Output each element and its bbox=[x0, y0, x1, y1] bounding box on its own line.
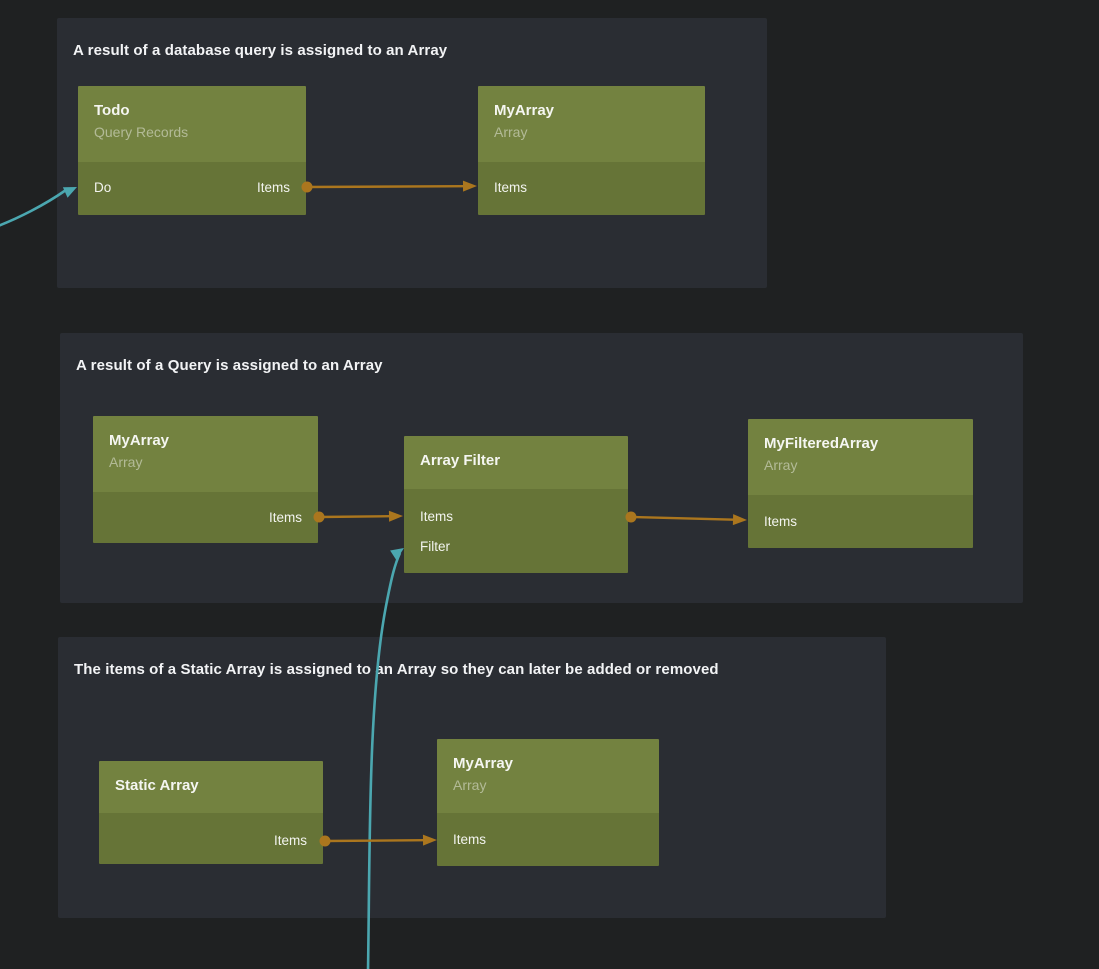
node-header: Static Array bbox=[99, 761, 323, 813]
node-header: MyFilteredArray Array bbox=[748, 419, 973, 495]
node-body: Items bbox=[748, 495, 973, 548]
port-input-items[interactable]: Items bbox=[420, 508, 454, 524]
node-header: Array Filter bbox=[404, 436, 628, 489]
node-header: MyArray Array bbox=[437, 739, 659, 813]
port-output-items[interactable]: Items bbox=[273, 832, 307, 848]
node-title: MyArray bbox=[109, 432, 170, 449]
node-subtitle: Array bbox=[109, 454, 143, 470]
wire-data-myarray-items-to-arrayfilter-items[interactable] bbox=[313, 510, 404, 523]
node-myarray-1[interactable]: MyArray Array Items bbox=[478, 86, 705, 215]
comment-group-title: The items of a Static Array is assigned … bbox=[74, 661, 719, 678]
node-subtitle: Array bbox=[494, 124, 528, 140]
node-myarray-3[interactable]: MyArray Array Items bbox=[437, 739, 659, 866]
node-body: Items bbox=[99, 813, 323, 864]
node-header: Todo Query Records bbox=[78, 86, 306, 162]
wire-path bbox=[306, 185, 465, 189]
port-input-do[interactable]: Do bbox=[94, 179, 112, 195]
node-body: Items bbox=[93, 492, 318, 543]
node-title: Todo bbox=[94, 102, 130, 119]
node-todo-query-records[interactable]: Todo Query Records Do Items bbox=[78, 86, 306, 215]
port-output-items[interactable]: Items bbox=[268, 509, 302, 525]
node-title: Static Array bbox=[115, 777, 199, 794]
node-body: Items bbox=[437, 813, 659, 866]
wire-path bbox=[630, 515, 735, 521]
comment-group-title: A result of a database query is assigned… bbox=[73, 42, 448, 59]
node-title: MyFilteredArray bbox=[764, 435, 879, 452]
wire-path bbox=[318, 515, 391, 519]
wire-arrowhead bbox=[388, 510, 403, 522]
wire-arrowhead bbox=[422, 834, 437, 846]
wire-data-arrayfilter-to-myfilteredarray-items[interactable] bbox=[625, 511, 748, 526]
wire-path bbox=[366, 552, 402, 969]
comment-group-title: A result of a Query is assigned to an Ar… bbox=[76, 357, 383, 374]
port-input-items[interactable]: Items bbox=[494, 179, 528, 195]
node-header: MyArray Array bbox=[93, 416, 318, 492]
node-title: MyArray bbox=[453, 755, 514, 772]
port-output-items[interactable]: Items bbox=[256, 179, 290, 195]
node-subtitle: Array bbox=[453, 777, 487, 793]
node-static-array[interactable]: Static Array Items bbox=[99, 761, 323, 864]
wire-signal-into-arrayfilter-filter[interactable] bbox=[366, 543, 407, 969]
node-array-filter[interactable]: Array Filter Items Filter bbox=[404, 436, 628, 573]
node-subtitle: Array bbox=[764, 457, 798, 473]
node-title: Array Filter bbox=[420, 452, 501, 469]
node-myfilteredarray[interactable]: MyFilteredArray Array Items bbox=[748, 419, 973, 548]
wire-data-staticarray-items-to-myarray-items[interactable] bbox=[319, 834, 438, 847]
wire-path bbox=[0, 188, 67, 227]
wire-data-todo-items-to-myarray-items[interactable] bbox=[301, 180, 478, 193]
port-input-filter[interactable]: Filter bbox=[420, 538, 450, 554]
node-body: Do Items bbox=[78, 162, 306, 215]
wire-arrowhead bbox=[732, 514, 747, 526]
node-subtitle: Query Records bbox=[94, 124, 189, 140]
wire-arrowhead bbox=[462, 180, 477, 192]
node-header: MyArray Array bbox=[478, 86, 705, 162]
port-input-items[interactable]: Items bbox=[453, 831, 487, 847]
node-myarray-2[interactable]: MyArray Array Items bbox=[93, 416, 318, 543]
node-title: MyArray bbox=[494, 102, 555, 119]
wire-arrowhead bbox=[390, 548, 404, 561]
wire-path bbox=[324, 839, 425, 843]
wire-signal-into-todo-do[interactable] bbox=[0, 182, 79, 229]
port-input-items[interactable]: Items bbox=[764, 513, 798, 529]
wire-arrowhead bbox=[62, 187, 77, 198]
node-body: Items Filter bbox=[404, 489, 628, 573]
node-body: Items bbox=[478, 162, 705, 215]
